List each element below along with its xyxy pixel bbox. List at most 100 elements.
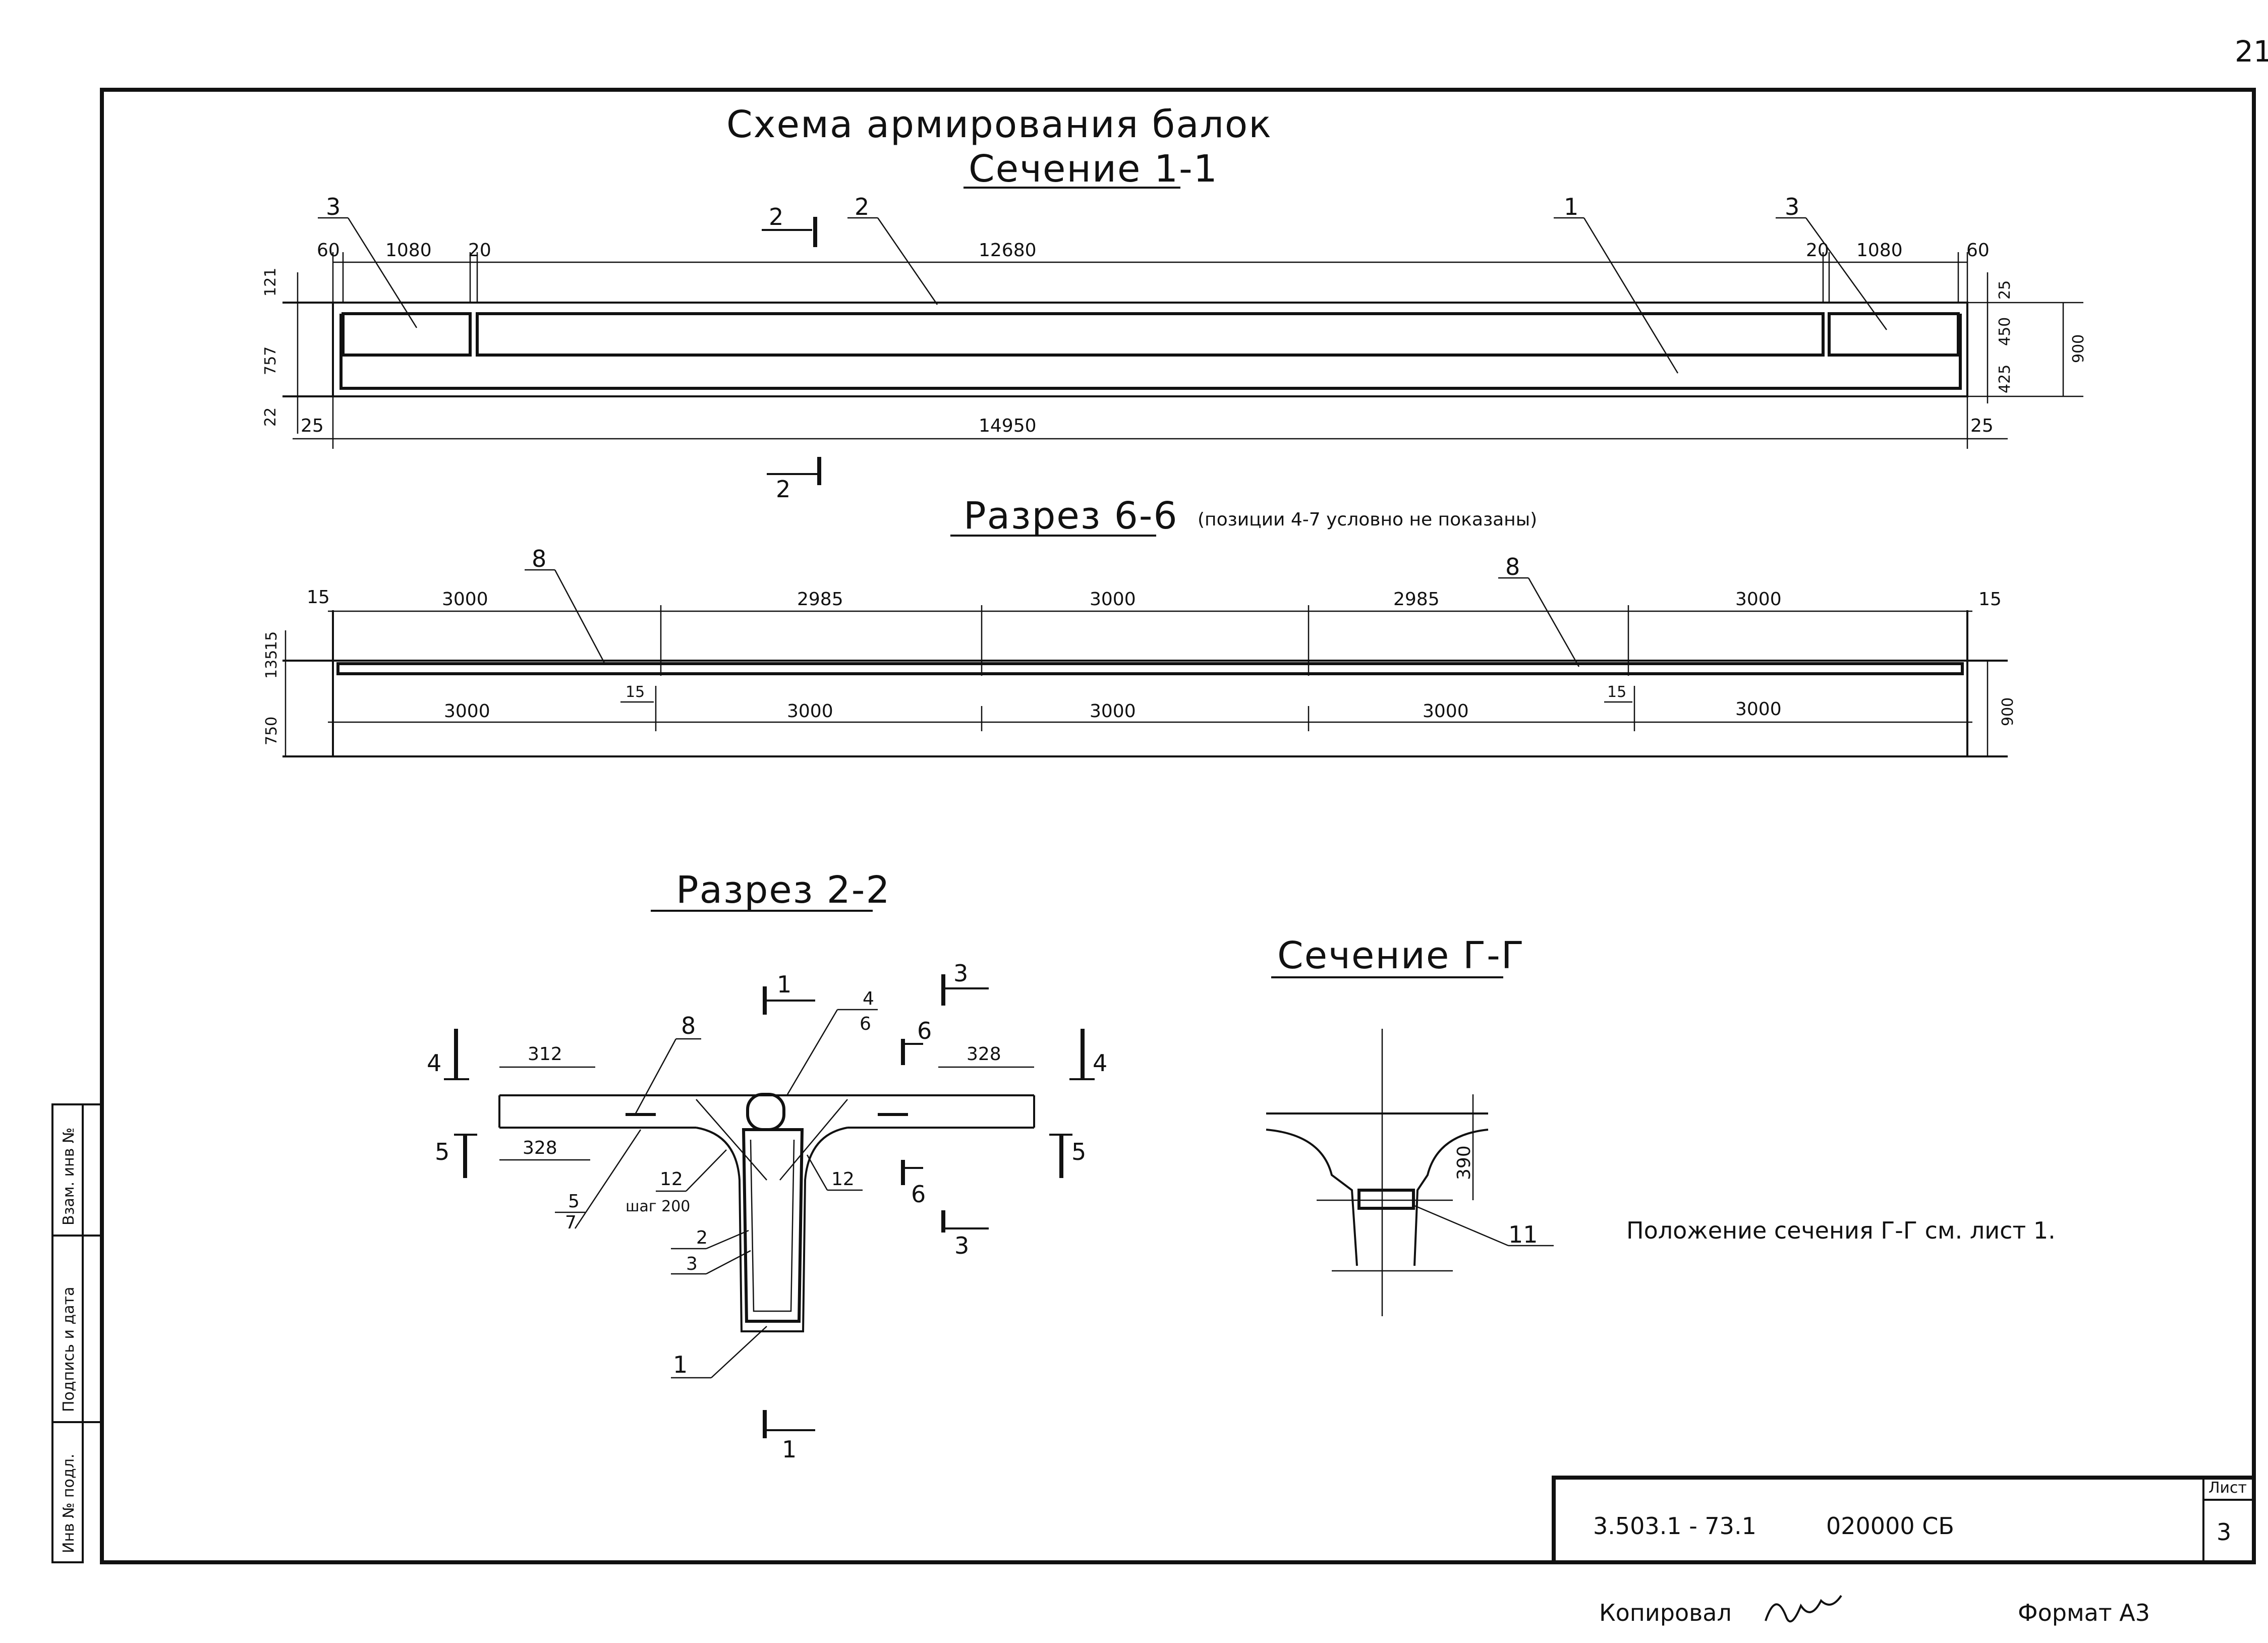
- dim-2-2-0: 312: [528, 1044, 562, 1065]
- pos-1-1-1: 1: [1564, 193, 1578, 220]
- web-outline: [696, 1127, 848, 1332]
- dim-2-2-1: 328: [523, 1138, 557, 1158]
- cut-2-2-6-top: 6: [917, 1017, 932, 1044]
- bar-pos-1: [339, 314, 1962, 390]
- pos-1-1-3-left: 3: [326, 193, 341, 220]
- section-2-2: Разрез 2-2 312 328 328 8 4 6: [427, 868, 1107, 1463]
- dim-1-1-top-0: 60: [317, 240, 340, 261]
- title-block: 3.503.1 - 73.1 020000 СБ Лист 3: [1552, 1476, 2256, 1564]
- dim-6-6-top-1: 3000: [442, 589, 488, 610]
- cut-2-2-4-left: 4: [427, 1049, 441, 1077]
- dim-6-6-bottom-3: 3000: [1423, 701, 1469, 722]
- dim-1-1-right-2: 425: [1996, 365, 2014, 393]
- g-g-right-outline: [1413, 1129, 1489, 1266]
- pos-2-2-7: 7: [565, 1212, 577, 1233]
- copied-by-label: Копировал: [1599, 1599, 1732, 1626]
- cut-2-2-3-bottom: 3: [954, 1232, 969, 1259]
- pos-1-1-2: 2: [855, 193, 869, 220]
- section-2-2-title: Разрез 2-2: [676, 868, 891, 912]
- section-6-6-title: Разрез 6-6: [963, 494, 1178, 538]
- section-1-1-title: Сечение 1-1: [969, 147, 1218, 191]
- pos-2-2-4: 4: [863, 988, 874, 1009]
- bar-pos-4: [746, 1093, 785, 1131]
- step-label: шаг 200: [626, 1198, 690, 1215]
- dim-1-1-bottom-2: 25: [1970, 416, 1994, 436]
- dim-1-1-top-2: 20: [468, 240, 491, 261]
- stamp-sheet-label: Лист: [2208, 1479, 2247, 1497]
- pos-2-2-1: 1: [673, 1351, 688, 1378]
- cut-2-2-5-right: 5: [1071, 1138, 1086, 1165]
- cut-2-2-1-bottom: 1: [782, 1436, 797, 1463]
- copied-by-signature: [1765, 1595, 1842, 1623]
- section-6-6: Разрез 6-6 (позиции 4-7 условно не показ…: [263, 494, 2017, 757]
- main-title: Схема армирования балок: [726, 103, 1272, 146]
- corner-sheet-number: 21: [2235, 34, 2268, 69]
- g-g-left-outline: [1266, 1129, 1358, 1266]
- dim-1-1-bottom-1: 14950: [979, 416, 1037, 436]
- dim-6-6-top-0: 15: [307, 587, 330, 608]
- dim-1-1-left-2: 22: [262, 407, 279, 427]
- cut-2-2-5-left: 5: [435, 1138, 449, 1165]
- dim-6-6-top-5: 3000: [1735, 589, 1782, 610]
- section-g-g-note: Положение сечения Г-Г см. лист 1.: [1626, 1217, 2056, 1244]
- dim-1-1-right-0: 25: [1996, 280, 2014, 300]
- section-g-g-title: Сечение Г-Г: [1277, 934, 1525, 977]
- pos-2-2-5: 5: [568, 1191, 580, 1212]
- dim-1-1-top-3: 12680: [979, 240, 1037, 261]
- cut-2-2-1-top: 1: [777, 971, 791, 998]
- dim-1-1-top-4: 20: [1806, 240, 1829, 261]
- dim-1-1-right-1: 450: [1996, 317, 2014, 346]
- section-1-1: Сечение 1-1 60 1080 20 12680 20 1080 60 …: [262, 147, 2087, 503]
- pos-2-2-3: 3: [686, 1254, 698, 1274]
- dim-1-1-top-1: 1080: [385, 240, 432, 261]
- cut-2-2-4-right: 4: [1093, 1049, 1107, 1077]
- pos-2-2-12-left: 12: [660, 1169, 683, 1190]
- dim-6-6-gap-1: 15: [1607, 683, 1626, 701]
- cut-mark-2-bottom: 2: [776, 476, 790, 503]
- bar-pos-2: [476, 312, 1825, 357]
- bar-pos-3-right: [1828, 312, 1960, 357]
- stamp-number: 020000 СБ: [1826, 1512, 1954, 1540]
- pos-2-2-6: 6: [860, 1014, 871, 1034]
- pos-g-g-11: 11: [1508, 1221, 1538, 1248]
- side-stamp-vzam: Взам. инв №: [60, 1128, 78, 1225]
- bar-pos-3-left: [342, 312, 472, 357]
- stamp-code: 3.503.1 - 73.1: [1593, 1512, 1756, 1540]
- pos-1-1-3-right: 3: [1785, 193, 1799, 220]
- dim-2-2-2: 328: [967, 1044, 1001, 1065]
- dim-6-6-top-3: 3000: [1090, 589, 1136, 610]
- pos-2-2-2: 2: [696, 1227, 708, 1248]
- cut-2-2-3-top: 3: [953, 960, 968, 987]
- dim-1-1-left-0: 121: [262, 268, 279, 297]
- format-label: Формат А3: [2018, 1599, 2150, 1626]
- pos-6-6-8-left: 8: [532, 545, 546, 572]
- dim-g-g: 390: [1454, 1145, 1475, 1180]
- dim-6-6-top-6: 15: [1978, 589, 2002, 610]
- dim-6-6-left-2: 750: [263, 717, 280, 745]
- bar-pos-8: [336, 662, 1964, 675]
- dim-1-1-left-1: 757: [262, 346, 279, 375]
- bar-pos-2-2-2: [750, 1139, 795, 1312]
- drawing-frame: [100, 88, 2256, 1564]
- stamp-sheet-value: 3: [2217, 1518, 2231, 1546]
- dim-6-6-left-0: 15: [263, 631, 280, 651]
- dim-6-6-bottom-2: 3000: [1090, 701, 1136, 722]
- pos-2-2-8: 8: [681, 1012, 696, 1039]
- bar-pos-11: [1357, 1189, 1415, 1210]
- pos-2-2-12-right: 12: [831, 1169, 855, 1190]
- bar-pos-1-2-2: [742, 1128, 804, 1323]
- dim-6-6-bottom-4: 3000: [1735, 699, 1782, 720]
- dim-1-1-top-6: 60: [1966, 240, 1990, 261]
- section-6-6-note: (позиции 4-7 условно не показаны): [1198, 509, 1537, 530]
- dim-1-1-right-3: 900: [2070, 334, 2087, 363]
- dim-6-6-gap-0: 15: [626, 683, 645, 701]
- side-stamp-inv: Инв № подл.: [60, 1454, 78, 1553]
- dim-1-1-top-5: 1080: [1856, 240, 1903, 261]
- dim-6-6-top-2: 2985: [797, 589, 843, 610]
- pos-6-6-8-right: 8: [1505, 553, 1520, 580]
- dim-1-1-bottom-0: 25: [301, 416, 324, 436]
- dim-6-6-left-1: 135: [263, 650, 280, 679]
- dim-6-6-top-4: 2985: [1393, 589, 1440, 610]
- side-stamp-sign: Подпись и дата: [60, 1287, 78, 1413]
